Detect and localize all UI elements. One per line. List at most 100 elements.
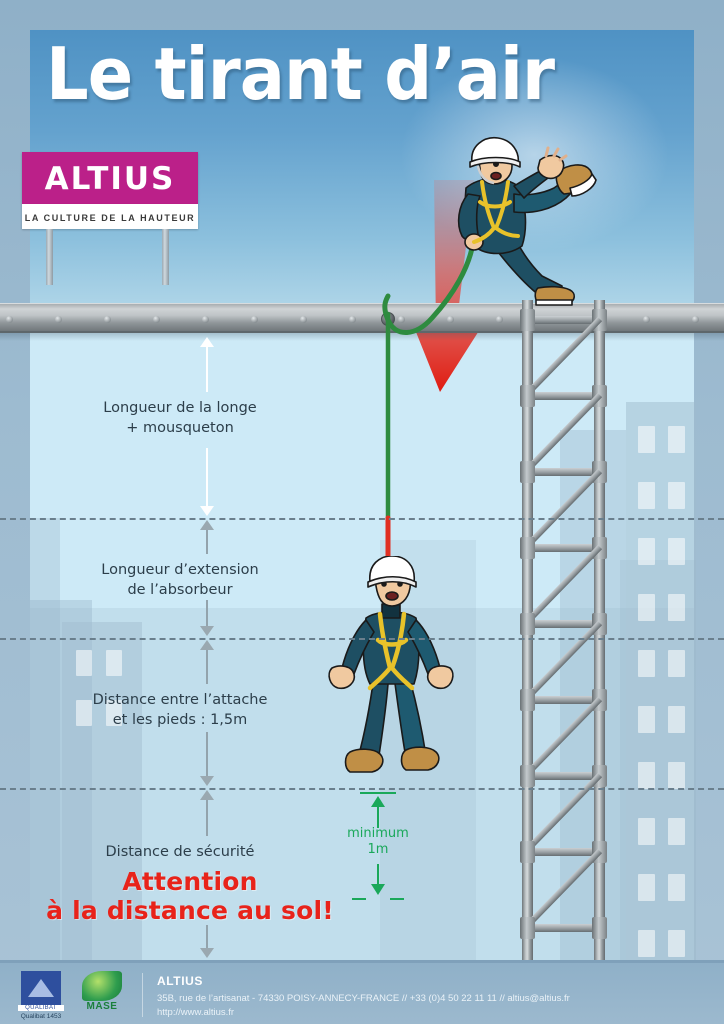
building-window [638,650,655,677]
building-window [638,538,655,565]
measurement-line [206,650,208,684]
measurement-arrow-down [200,506,214,516]
measurement-dashed-line [0,518,724,520]
measurement-arrow-down [200,776,214,786]
minimum-label: minimum 1m [338,826,418,859]
altius-logo-box: ALTIUS [22,152,198,204]
measurement-label-lanyard: Longueur de la longe + mousqueton [30,398,330,438]
hanging-worker-figure [322,555,462,786]
building-window [106,700,122,726]
measurement-arrow-up [200,640,214,650]
building-window [668,426,685,453]
scaffold-node [520,385,535,407]
building-window [638,874,655,901]
beam-rivet [153,316,160,323]
sign-post-left [46,229,53,285]
scaffold-brace [523,848,603,930]
scaffold-tower [516,300,616,960]
footer: QUALIBAT Qualibat 1453 MASE ALTIUS 35B, … [0,960,724,1024]
beam-rivet [643,316,650,323]
background-building [626,402,696,960]
altius-sign: ALTIUS LA CULTURE DE LA HAUTEUR [22,152,198,285]
building-window [106,650,122,676]
building-window [638,706,655,733]
building-window [668,874,685,901]
beam-rivet [251,316,258,323]
scaffold-brace [523,544,603,626]
building-window [668,818,685,845]
scaffold-node [520,689,535,711]
minimum-line-upper [377,806,379,828]
scaffold-brace [523,696,603,778]
scaffold-rung [522,544,605,552]
measurement-line [206,347,208,392]
scaffold-node [520,917,535,939]
measurement-arrow-up [200,520,214,530]
beam-rivet [398,316,405,323]
qualibat-logo: QUALIBAT Qualibat 1453 [18,971,64,1020]
measurement-line [206,732,208,776]
beam-rivet [202,316,209,323]
background-building [30,518,60,960]
altius-tagline-strip: LA CULTURE DE LA HAUTEUR [22,204,198,229]
building-window [668,594,685,621]
building-window [76,700,92,726]
measurement-label-line1: Distance entre l’attache [92,692,268,708]
minimum-top-tick [360,792,396,794]
measurement-line [206,925,208,948]
measurement-label-attach-to-feet: Distance entre l’attache et les pieds : … [30,690,330,730]
qualibat-mark-label: QUALIBAT [18,1005,64,1011]
scaffold-rung [522,848,605,856]
measurement-line [206,448,208,506]
beam-rivet [692,316,699,323]
beam-rivet [496,316,503,323]
scaffold-node [520,765,535,787]
measurement-label-line2: et les pieds : 1,5m [112,712,248,728]
footer-contact: ALTIUS 35B, rue de l’artisanat - 74330 P… [157,971,570,1020]
building-window [638,818,655,845]
mase-label: MASE [86,1001,118,1012]
beam-shadow [0,333,724,341]
beam-rivet [447,316,454,323]
building-window [668,706,685,733]
falling-worker-figure [430,136,600,316]
beam-rivet [349,316,356,323]
measurement-arrow-up [200,790,214,800]
building-window [668,762,685,789]
measurement-line [206,530,208,554]
measurement-arrow-down [200,626,214,636]
footer-company: ALTIUS [157,974,204,988]
measurement-label-absorber: Longueur d’extension de l’absorbeur [30,560,330,600]
measurement-arrow-down [200,948,214,958]
measurement-label-line1: Distance de sécurité [105,844,255,860]
scaffold-node [592,917,607,939]
qualibat-caption: Qualibat 1453 [20,1013,62,1020]
scaffold-brace [523,392,603,474]
page-title: Le tirant d’air [46,32,555,116]
measurement-line [206,600,208,626]
scaffold-rung [522,620,605,628]
building-window [638,762,655,789]
altius-tagline: LA CULTURE DE LA HAUTEUR [24,213,196,223]
minimum-bottom-tick-left [352,898,366,900]
beam-rivet [55,316,62,323]
altius-wordmark: ALTIUS [44,161,176,197]
minimum-label-line1: minimum [347,826,409,841]
building-window [668,650,685,677]
scaffold-rung [522,468,605,476]
qualibat-mark-icon [21,971,61,1005]
minimum-label-line2: 1m [367,842,389,858]
scaffold-rung [522,392,605,400]
measurement-arrow-up [200,337,214,347]
building-window [638,482,655,509]
building-window [668,930,685,957]
measurement-label-line2: + mousqueton [126,420,234,436]
scaffold-node [520,537,535,559]
measurement-dashed-line [0,788,724,790]
beam-rivet [104,316,111,323]
building-window [638,594,655,621]
measurement-line [206,800,208,836]
warning-line1: Attention [122,867,258,896]
scaffold-rung [522,696,605,704]
